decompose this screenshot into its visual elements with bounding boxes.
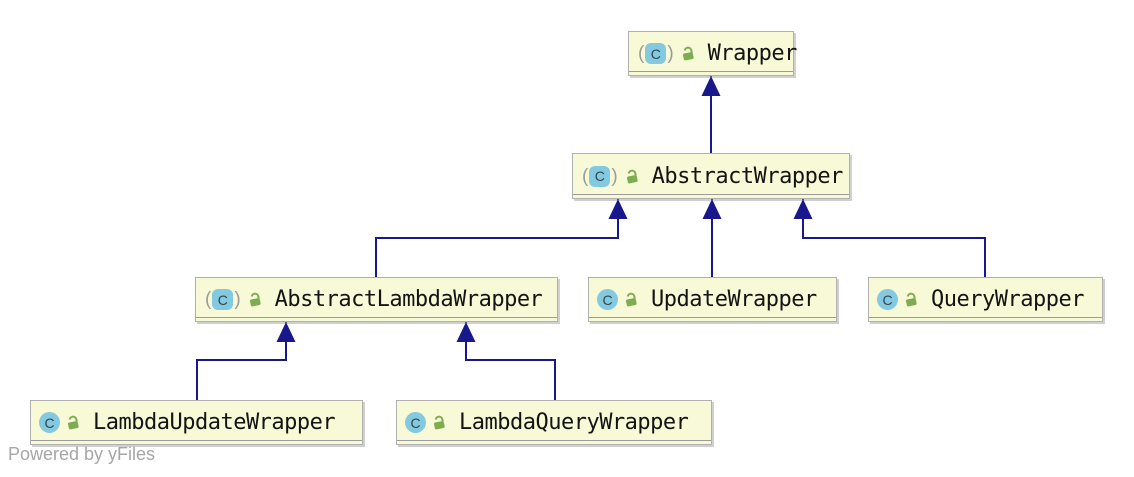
class-letter-badge: C	[645, 43, 667, 64]
edge-line	[802, 199, 986, 277]
unlocked-icon	[249, 292, 261, 307]
abstract-paren-left: (	[638, 43, 645, 64]
compartment-separator	[629, 71, 793, 72]
inheritance-arrowhead-icon	[608, 199, 628, 219]
powered-by-yfiles-label: Powered by yFiles	[8, 444, 156, 464]
class-icon: C	[597, 289, 618, 310]
class-name-label: LambdaUpdateWrapper	[93, 410, 336, 435]
class-node-wrapper[interactable]: (C) Wrapper	[628, 31, 798, 76]
class-node-abstractwrapper[interactable]: (C) AbstractWrapper	[572, 153, 850, 199]
inheritance-arrowhead-icon	[702, 199, 722, 219]
unlocked-icon	[433, 415, 445, 430]
class-name-label: AbstractLambdaWrapper	[274, 287, 543, 312]
edge-line	[465, 322, 556, 400]
compartment-separator	[196, 317, 557, 318]
class-icon: C	[405, 412, 426, 433]
inheritance-edge-abstractlambdawrapper-to-abstractwrapper[interactable]	[375, 199, 628, 277]
unlocked-icon	[682, 46, 694, 61]
edge-line	[196, 322, 287, 400]
class-node-lambdaupdatewrapper[interactable]: C LambdaUpdateWrapper	[30, 400, 363, 445]
class-name-label: QueryWrapper	[931, 287, 1084, 312]
unlocked-icon	[626, 169, 638, 183]
abstract-paren-right: )	[234, 289, 241, 310]
compartment-separator	[589, 317, 836, 318]
class-letter-badge: C	[589, 165, 611, 187]
inheritance-arrowhead-icon	[793, 199, 813, 219]
inheritance-edge-abstractwrapper-to-wrapper[interactable]	[701, 76, 721, 153]
inheritance-edge-lambdaupdatewrapper-to-abstractlambdawrapper[interactable]	[196, 322, 296, 400]
class-icon: C	[39, 412, 60, 433]
class-letter-badge: C	[39, 412, 60, 433]
inheritance-arrowhead-icon	[276, 322, 296, 342]
inheritance-arrowhead-icon	[456, 322, 476, 342]
edge-line	[375, 199, 619, 277]
inheritance-edge-querywrapper-to-abstractwrapper[interactable]	[793, 199, 986, 277]
inheritance-edge-updatewrapper-to-abstractwrapper[interactable]	[702, 199, 722, 277]
class-name-label: Wrapper	[707, 41, 798, 66]
class-name-label: LambdaQueryWrapper	[459, 410, 689, 435]
abstract-paren-left: (	[582, 165, 589, 187]
class-icon: C	[877, 289, 898, 310]
class-node-querywrapper[interactable]: C QueryWrapper	[868, 277, 1103, 322]
class-node-updatewrapper[interactable]: C UpdateWrapper	[588, 277, 837, 322]
abstract-class-icon: (C)	[637, 43, 675, 64]
abstract-class-icon: (C)	[581, 165, 619, 187]
abstract-paren-right: )	[611, 165, 618, 187]
compartment-separator	[397, 440, 711, 441]
unlocked-icon	[905, 292, 917, 307]
class-letter-badge: C	[212, 289, 234, 310]
class-letter-badge: C	[597, 289, 618, 310]
class-name-label: UpdateWrapper	[651, 287, 817, 312]
compartment-separator	[573, 194, 849, 195]
unlocked-icon	[67, 415, 79, 430]
abstract-paren-right: )	[667, 43, 674, 64]
compartment-separator	[869, 317, 1102, 318]
class-node-lambdaquerywrapper[interactable]: C LambdaQueryWrapper	[396, 400, 712, 445]
class-name-label: AbstractWrapper	[651, 163, 844, 189]
inheritance-arrowhead-icon	[701, 76, 721, 96]
class-letter-badge: C	[405, 412, 426, 433]
inheritance-edge-lambdaquerywrapper-to-abstractlambdawrapper[interactable]	[456, 322, 556, 400]
class-node-abstractlambdawrapper[interactable]: (C) AbstractLambdaWrapper	[195, 277, 558, 322]
class-letter-badge: C	[877, 289, 898, 310]
abstract-class-icon: (C)	[204, 289, 242, 310]
unlocked-icon	[625, 292, 637, 307]
abstract-paren-left: (	[205, 289, 212, 310]
compartment-separator	[31, 440, 362, 441]
